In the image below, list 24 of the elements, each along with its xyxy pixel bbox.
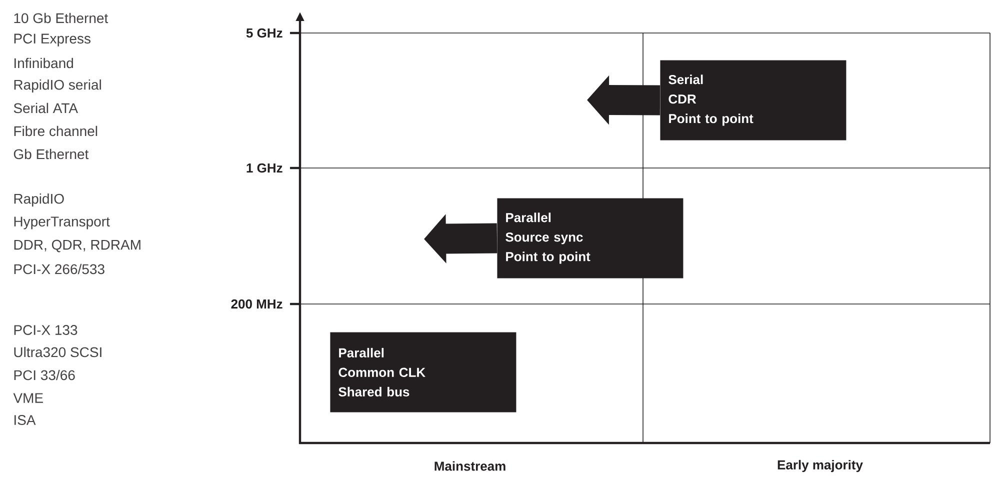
technology-label: Serial ATA	[14, 102, 78, 114]
axis-category-label: Early majority	[778, 460, 863, 472]
axis-category-label: Mainstream	[434, 461, 506, 471]
technology-label: PCI-X 266/533	[14, 264, 104, 274]
technology-label: RapidIO	[14, 193, 64, 207]
technology-label: DDR, QDR, RDRAM	[14, 240, 140, 252]
technology-label: ISA	[14, 415, 36, 425]
axis-tick-label: 1 GHz	[246, 163, 282, 173]
technology-label: Infiniband	[14, 58, 73, 68]
technology-label: PCI 33/66	[14, 370, 75, 380]
label-box: Parallel Source sync Point to point	[497, 198, 684, 278]
label-box: Parallel Common CLK Shared bus	[330, 332, 516, 412]
technology-label: HyperTransport	[14, 216, 110, 230]
axis-tick-label: 200 MHz	[231, 299, 282, 309]
technology-label: Gb Ethernet	[14, 148, 89, 160]
technology-label: 10 Gb Ethernet	[14, 12, 108, 24]
axis-tick-label: 5 GHz	[246, 28, 282, 38]
technology-label: RapidIO serial	[14, 79, 101, 93]
technology-label: PCI-X 133	[14, 325, 78, 335]
label-box: Serial CDR Point to point	[660, 60, 846, 140]
technology-label: Ultra320 SCSI	[14, 346, 102, 358]
technology-label: PCI Express	[14, 34, 90, 46]
technology-label: Fibre channel	[14, 126, 98, 136]
technology-label: VME	[13, 393, 43, 403]
